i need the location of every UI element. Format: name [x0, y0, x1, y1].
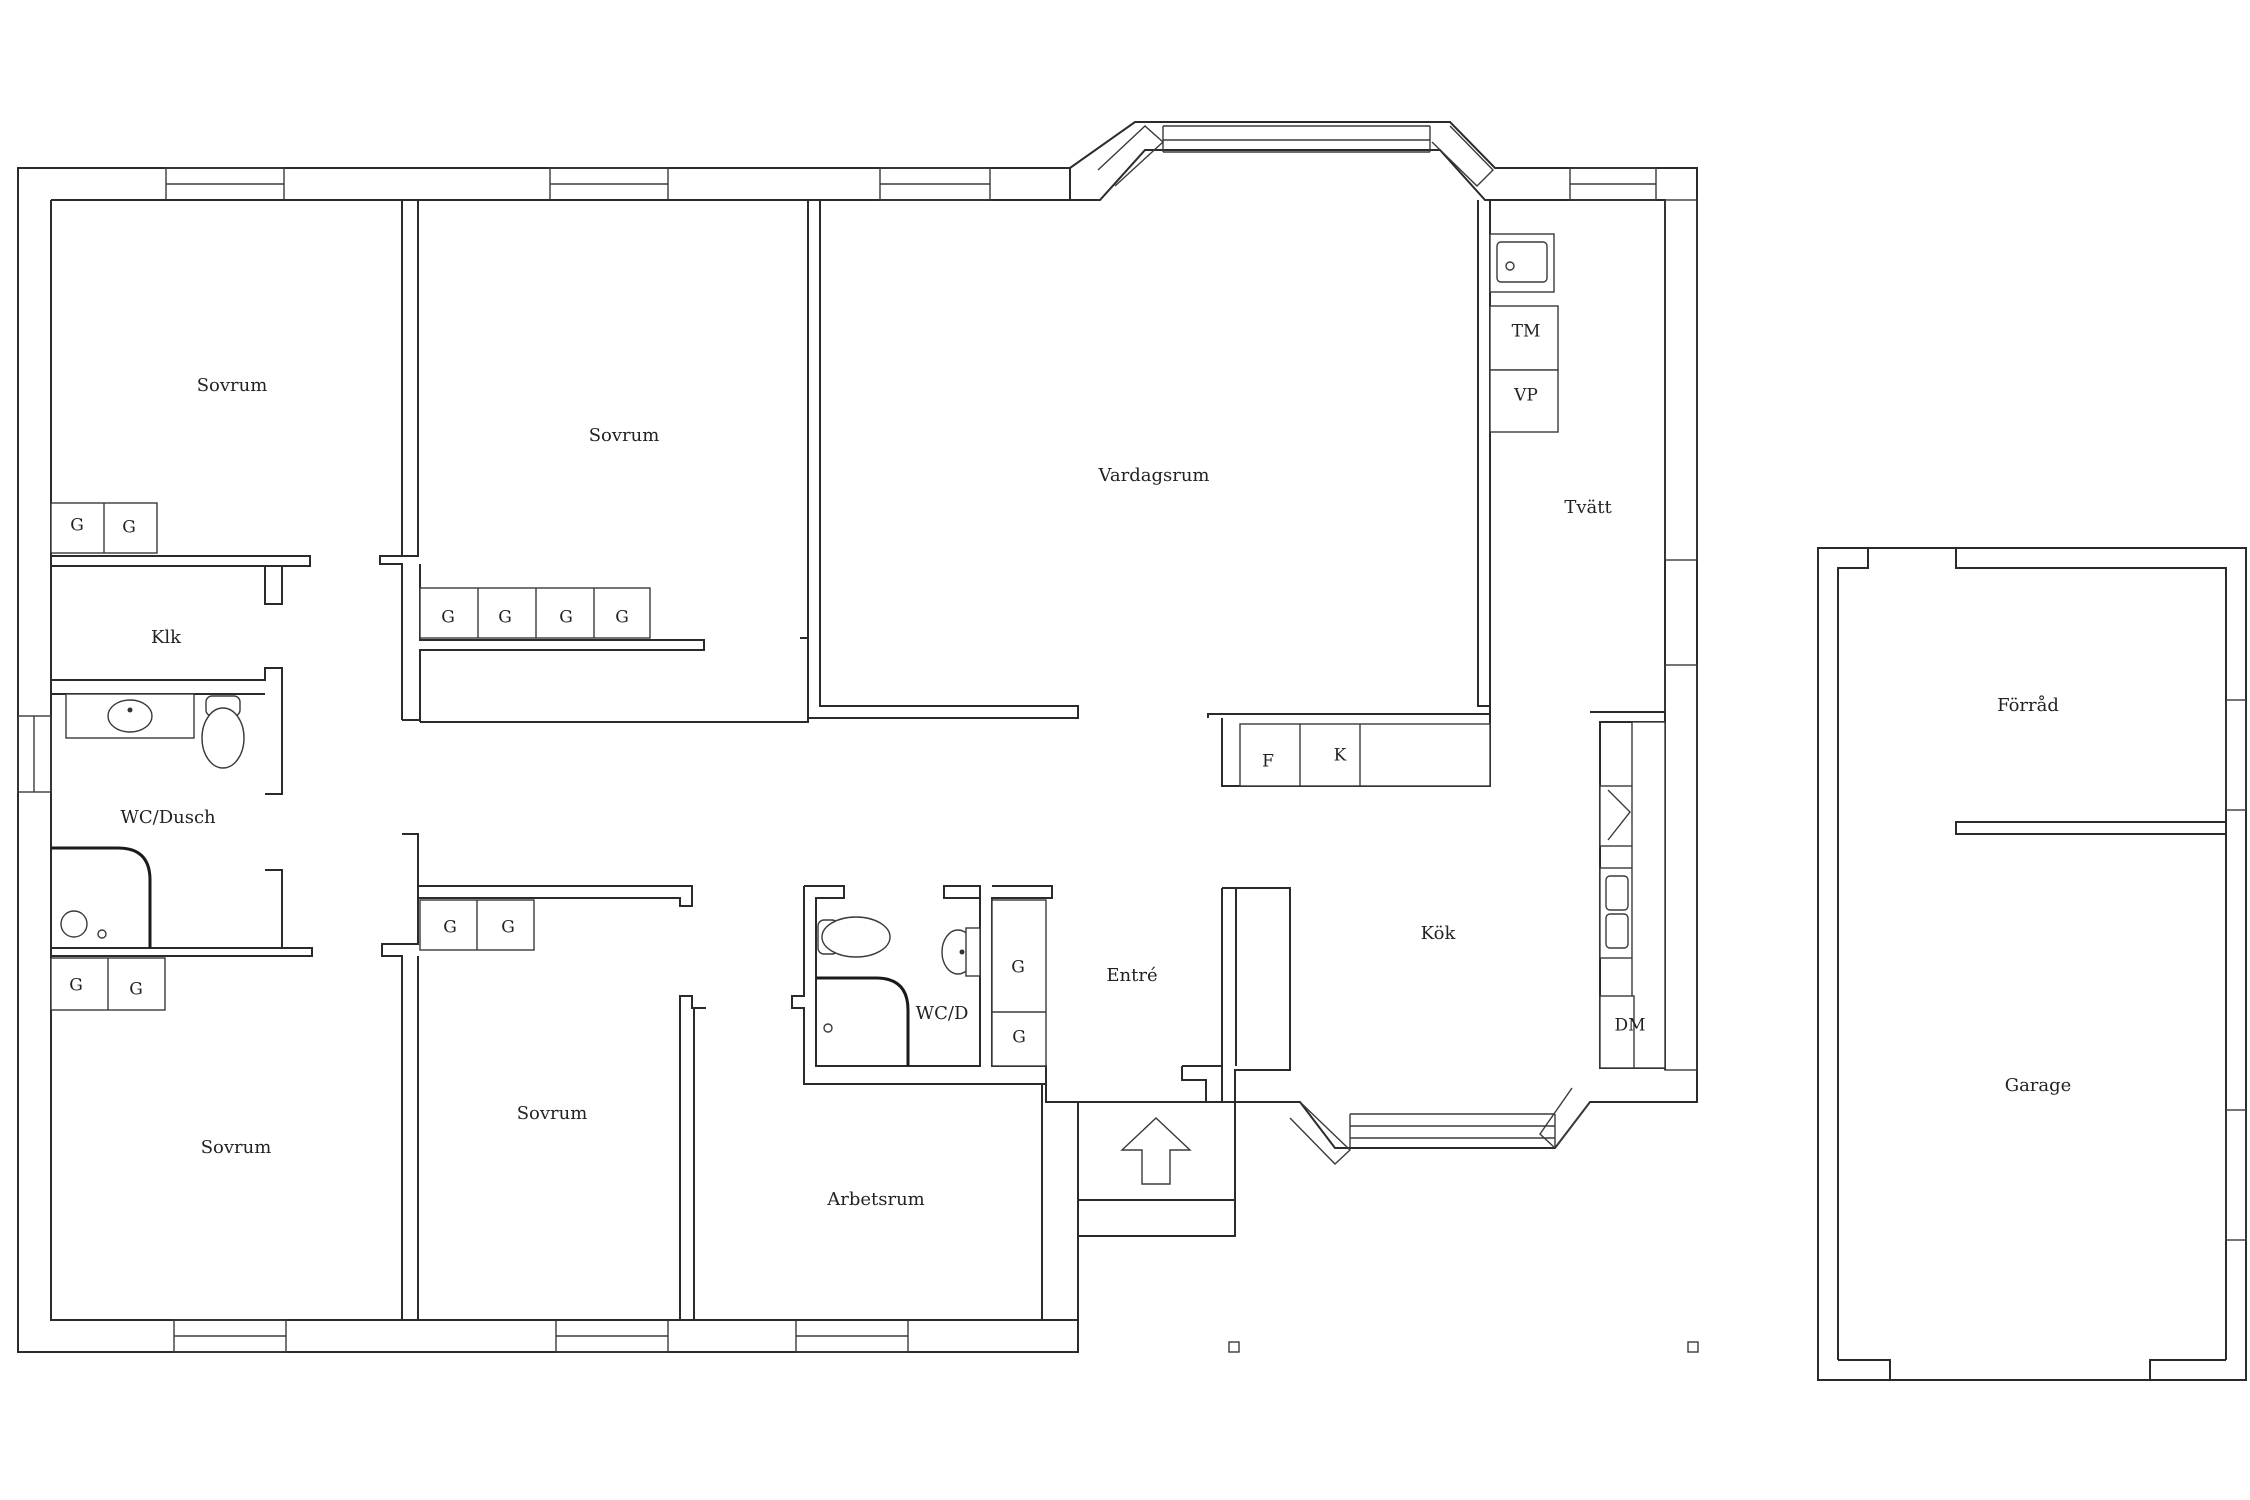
wardrobe-label: G	[1012, 1028, 1026, 1048]
room-label-sovrum-2: Sovrum	[589, 425, 660, 446]
wardrobe-label: G	[1011, 958, 1025, 978]
wardrobe-labels: G G G G G G G G G G G G	[69, 516, 1026, 1048]
room-label-kok: Kök	[1421, 923, 1457, 944]
appliances	[1239, 305, 1635, 1069]
wardrobe-label: G	[122, 518, 136, 538]
appliance-labels: TM VP F K DM	[1262, 322, 1645, 1036]
bay-window-top	[1097, 125, 1494, 187]
wardrobe-label: G	[559, 608, 573, 628]
room-label-arbetsrum: Arbetsrum	[826, 1189, 925, 1210]
wardrobe-label: G	[501, 918, 515, 938]
appliance-label-k: K	[1334, 746, 1347, 766]
room-label-klk: Klk	[151, 627, 182, 648]
wardrobe-label: G	[443, 918, 457, 938]
room-label-sovrum-3: Sovrum	[201, 1137, 272, 1158]
room-label-entre: Entré	[1106, 965, 1157, 986]
post-right	[1687, 1341, 1699, 1353]
appliance-label-vp: VP	[1513, 386, 1538, 406]
room-label-tvatt: Tvätt	[1564, 497, 1612, 518]
room-label-vardagsrum: Vardagsrum	[1098, 465, 1210, 486]
room-label-garage: Garage	[2005, 1075, 2072, 1096]
appliance-label-dm: DM	[1614, 1016, 1645, 1036]
appliance-label-f: F	[1262, 752, 1274, 772]
bay-window-bottom	[1289, 1087, 1591, 1165]
post-left	[1228, 1341, 1240, 1353]
room-label-sovrum-1: Sovrum	[197, 375, 268, 396]
wardrobe-label: G	[615, 608, 629, 628]
room-labels: Sovrum Sovrum Sovrum Sovrum Vardagsrum T…	[120, 375, 2071, 1210]
room-label-sovrum-4: Sovrum	[517, 1103, 588, 1124]
wardrobe-label: G	[498, 608, 512, 628]
interior-walls	[51, 199, 1666, 1321]
room-label-wc-dusch: WC/Dusch	[120, 807, 216, 828]
entrance-arrow-icon	[1120, 1117, 1192, 1185]
wardrobe-label: G	[129, 980, 143, 1000]
wardrobe-label: G	[69, 976, 83, 996]
garage-building	[1817, 547, 2247, 1381]
wardrobes	[50, 502, 1047, 1067]
room-label-wc-d: WC/D	[916, 1003, 969, 1024]
wardrobe-label: G	[70, 516, 84, 536]
wardrobe-label: G	[441, 608, 455, 628]
room-label-forrad: Förråd	[1997, 694, 2059, 716]
bathroom-fixtures	[51, 233, 1666, 1069]
appliance-label-tm: TM	[1512, 322, 1541, 342]
